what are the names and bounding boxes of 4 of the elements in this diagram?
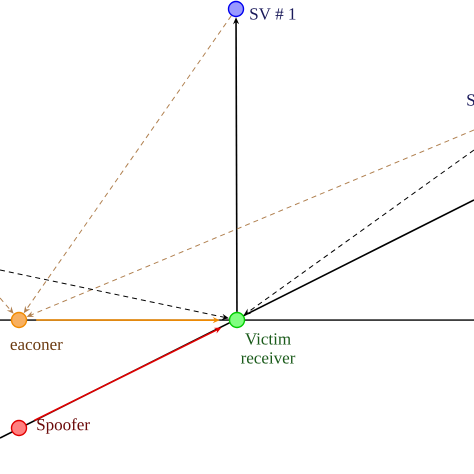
node-label: eaconer	[10, 342, 63, 350]
node-label: SV # 1	[250, 8, 296, 20]
node-label: Spoofer	[37, 418, 90, 434]
node-label: Victim receiver	[240, 333, 296, 364]
